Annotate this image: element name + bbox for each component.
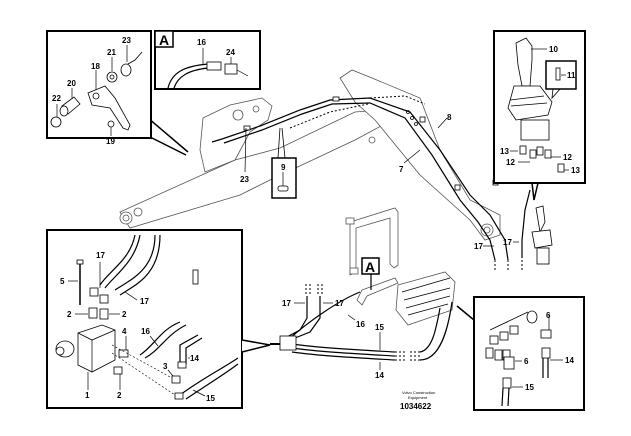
label-13-left: 13 (500, 147, 509, 156)
label-22: 22 (52, 94, 61, 103)
label-2-bottom: 2 (117, 391, 122, 400)
label-12-right: 12 (563, 153, 572, 162)
label-6-top: 6 (546, 311, 551, 320)
label-17-main-b: 17 (503, 238, 512, 247)
center-hoses (270, 284, 453, 361)
label-24: 24 (226, 48, 235, 57)
label-4: 4 (122, 327, 127, 336)
label-23: 23 (240, 175, 249, 184)
label-16-bl: 16 (141, 327, 150, 336)
label-20: 20 (67, 79, 76, 88)
label-19: 19 (106, 137, 115, 146)
label-17-bl-a: 17 (96, 251, 105, 260)
label-1: 1 (85, 391, 90, 400)
inset-top-left: 23 21 18 20 22 19 (46, 30, 189, 156)
callout-a-letter: A (365, 259, 375, 275)
label-17-center-a: 17 (282, 299, 291, 308)
footer: Volvo Construction Equipment 1034622 (400, 390, 435, 411)
pin-callout-9: 9 (271, 127, 297, 199)
label-15-br: 15 (525, 383, 534, 392)
label-16-inset-a: 16 (197, 38, 206, 47)
company-line-1: Volvo Construction (402, 390, 435, 395)
label-15-bl: 15 (206, 394, 215, 403)
label-9: 9 (281, 163, 286, 172)
label-6-bottom: 6 (524, 357, 529, 366)
label-11: 11 (567, 71, 576, 80)
label-13-right: 13 (571, 166, 580, 175)
company-line-2: Equipment (408, 395, 428, 400)
label-2-left: 2 (67, 310, 72, 319)
inset-a-top: A 16 24 (154, 30, 261, 90)
inset-bottom-right: 6 14 6 15 (456, 296, 585, 411)
label-3: 3 (163, 362, 168, 371)
joystick-small (531, 205, 553, 265)
label-10: 10 (549, 45, 558, 54)
inset-bottom-left: 17 5 17 2 2 4 16 14 3 15 1 2 (46, 229, 271, 409)
label-18: 18 (91, 62, 100, 71)
inset-joystick: 10 11 13 12 12 13 (493, 30, 586, 201)
main-labels: 23 8 7 17 17 (240, 113, 519, 251)
label-17-bl-b: 17 (140, 297, 149, 306)
callout-a: A (361, 257, 380, 290)
label-14-bl: 14 (190, 354, 199, 363)
label-12-left: 12 (506, 158, 515, 167)
drawing-number: 1034622 (400, 402, 432, 411)
label-23-inset: 23 (122, 36, 131, 45)
label-14-br: 14 (565, 356, 574, 365)
center-labels: 17 17 16 15 14 (282, 299, 384, 380)
label-21: 21 (107, 48, 116, 57)
inset-a-letter: A (159, 32, 169, 48)
label-15-center: 15 (375, 323, 384, 332)
valve-assembly (345, 207, 456, 326)
label-5: 5 (60, 277, 65, 286)
boom-assembly (119, 69, 501, 241)
label-14-center: 14 (375, 371, 384, 380)
label-16-center: 16 (356, 320, 365, 329)
label-8: 8 (447, 113, 452, 122)
label-2-right: 2 (122, 310, 127, 319)
label-17-center-b: 17 (335, 299, 344, 308)
label-7: 7 (399, 165, 404, 174)
label-17-main-a: 17 (474, 242, 483, 251)
